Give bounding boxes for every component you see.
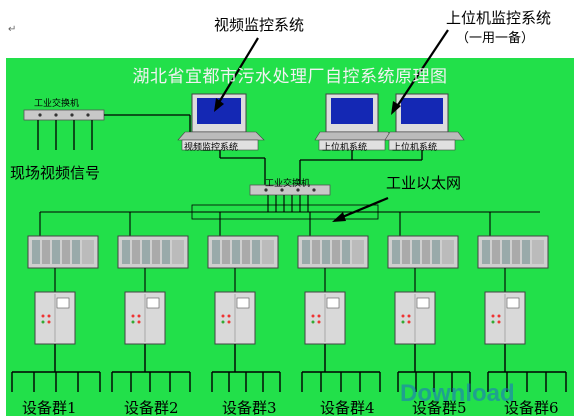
callout-ethernet: 工业以太网 (386, 174, 462, 192)
control-cabinet (304, 291, 346, 345)
plc-racks (27, 235, 549, 269)
callout-host-monitor-line2: （一用一备） (456, 31, 535, 46)
field-video-label: 现场视频信号 (10, 164, 101, 182)
return-mark: ↵ (8, 24, 17, 35)
pc-label-video: 视频监控系统 (184, 143, 239, 153)
pc-label-host-1: 上位机系统 (322, 143, 368, 153)
equipment-group-5: 设备群5 (412, 399, 467, 417)
control-cabinet (34, 291, 76, 345)
equipment-group-1: 设备群1 (22, 399, 77, 417)
host-pc-2 (384, 93, 465, 151)
diagram-title: 湖北省宜都市污水处理厂自控系统原理图 (132, 67, 448, 87)
main-switch-label: 工业交换机 (265, 179, 311, 189)
plc-rack (297, 235, 369, 269)
plc-rack (207, 235, 279, 269)
control-cabinet (394, 291, 436, 345)
control-cabinet (484, 291, 526, 345)
pc-to-switch-lines (219, 150, 423, 185)
control-cabinet (124, 291, 166, 345)
video-signal-lines (37, 114, 191, 150)
control-cabinets (34, 291, 526, 345)
video-switch (23, 109, 105, 121)
plc-rack (117, 235, 189, 269)
host-pc-1 (314, 93, 395, 151)
plc-rack (27, 235, 99, 269)
equipment-combs (11, 344, 567, 392)
callout-video-monitor: 视频监控系统 (214, 16, 305, 34)
plc-rack (387, 235, 459, 269)
callout-arrows (217, 29, 449, 220)
equipment-group-6: 设备群6 (504, 399, 559, 417)
arrow-heads (214, 98, 401, 222)
pc-label-host-2: 上位机系统 (392, 143, 438, 153)
ethernet-trunk-lines (39, 195, 540, 236)
video-switch-label: 工业交换机 (34, 99, 80, 109)
plc-rack (477, 235, 549, 269)
control-cabinet (214, 291, 256, 345)
rack-to-cabinet-lines (54, 268, 506, 292)
equipment-group-2: 设备群2 (124, 399, 179, 417)
callout-host-monitor-line1: 上位机监控系统 (446, 9, 552, 27)
equipment-group-4: 设备群4 (320, 399, 375, 417)
watermark-logo: Download (400, 380, 515, 407)
equipment-group-3: 设备群3 (222, 399, 277, 417)
main-switch (249, 184, 331, 196)
